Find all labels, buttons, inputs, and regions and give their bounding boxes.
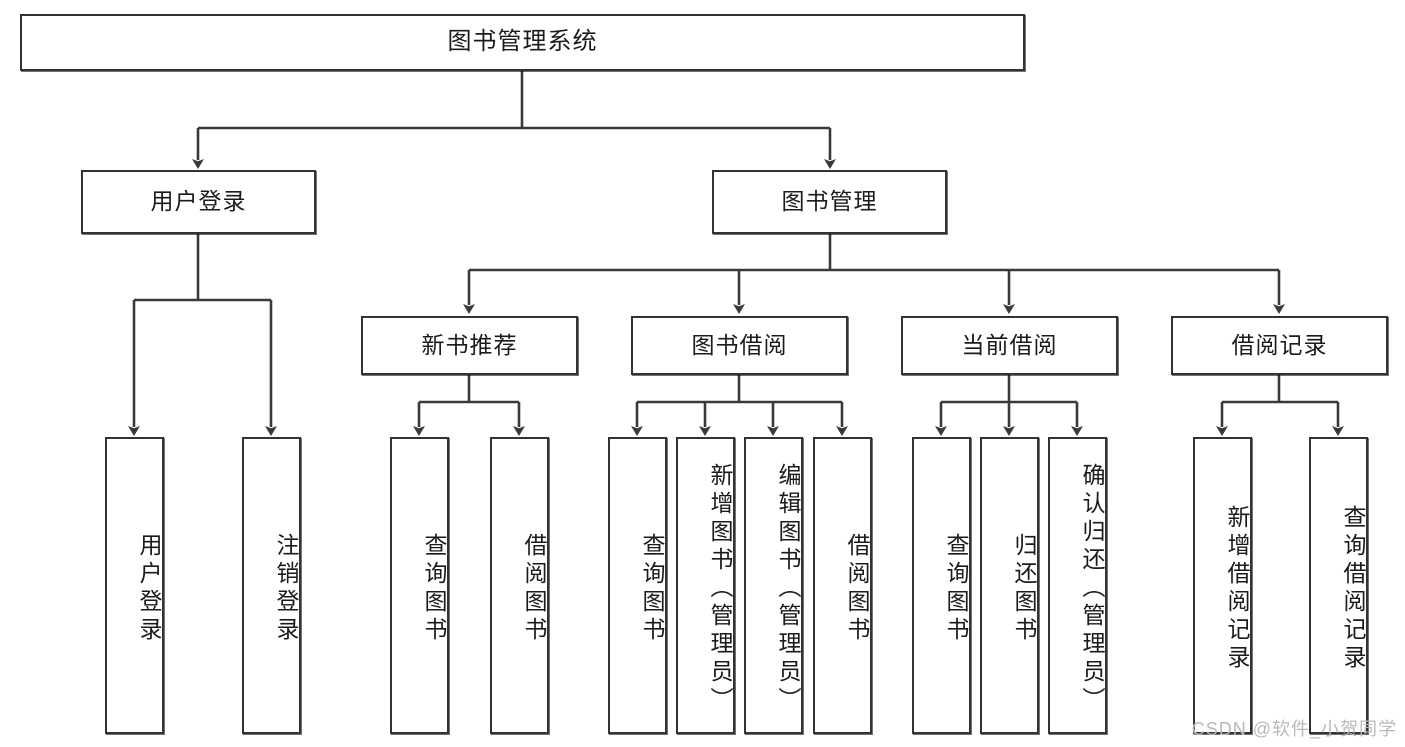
node-borrow-record[interactable]: 借阅记录 xyxy=(1171,316,1388,375)
node-label: 新增借阅记录 xyxy=(1224,504,1250,673)
node-label: 图书借阅 xyxy=(691,331,788,358)
node-user-login[interactable]: 用户登录 xyxy=(81,170,316,234)
node-leaf-logout[interactable]: 注销登录 xyxy=(242,437,301,734)
node-label: 当前借阅 xyxy=(961,331,1058,358)
node-label: 查询借阅记录 xyxy=(1340,504,1366,673)
node-leaf-edit-book-admin[interactable]: 编辑图书（管理员） xyxy=(744,437,803,734)
node-leaf-query-book-current[interactable]: 查询图书 xyxy=(912,437,971,734)
node-leaf-confirm-return-admin[interactable]: 确认归还（管理员） xyxy=(1048,437,1107,734)
node-leaf-borrow-book[interactable]: 借阅图书 xyxy=(813,437,872,734)
node-label: 查询图书 xyxy=(943,532,969,645)
node-current-borrow[interactable]: 当前借阅 xyxy=(901,316,1118,375)
node-label: 查询图书 xyxy=(639,532,665,645)
node-leaf-query-book-recommend[interactable]: 查询图书 xyxy=(390,437,449,734)
node-label: 注销登录 xyxy=(273,532,299,645)
node-label: 新书推荐 xyxy=(421,331,518,358)
node-label: 归还图书 xyxy=(1011,532,1037,645)
node-label: 图书管理 xyxy=(781,188,878,215)
csdn-watermark: CSDN @软件_小贺同学 xyxy=(1191,719,1397,739)
node-leaf-borrow-book-recommend[interactable]: 借阅图书 xyxy=(490,437,549,734)
node-book-management[interactable]: 图书管理 xyxy=(712,170,947,234)
node-label: 查询图书 xyxy=(421,532,447,645)
node-book-borrow[interactable]: 图书借阅 xyxy=(631,316,848,375)
node-leaf-user-login[interactable]: 用户登录 xyxy=(105,437,164,734)
node-leaf-add-book-admin[interactable]: 新增图书（管理员） xyxy=(676,437,735,734)
node-label: 图书管理系统 xyxy=(447,28,598,56)
node-leaf-return-book[interactable]: 归还图书 xyxy=(980,437,1039,734)
node-label: 编辑图书（管理员） xyxy=(775,462,801,715)
node-label: 新增图书（管理员） xyxy=(707,462,733,715)
node-label: 借阅图书 xyxy=(521,532,547,645)
node-label: 借阅图书 xyxy=(844,532,870,645)
node-label: 用户登录 xyxy=(136,532,162,645)
node-leaf-query-book-borrow[interactable]: 查询图书 xyxy=(608,437,667,734)
node-label: 确认归还（管理员） xyxy=(1079,462,1105,715)
node-leaf-query-borrow-record[interactable]: 查询借阅记录 xyxy=(1309,437,1368,734)
node-label: 用户登录 xyxy=(150,188,247,215)
node-label: 借阅记录 xyxy=(1231,331,1328,358)
node-leaf-add-borrow-record[interactable]: 新增借阅记录 xyxy=(1193,437,1252,734)
node-new-book-recommend[interactable]: 新书推荐 xyxy=(361,316,578,375)
node-root-book-management-system[interactable]: 图书管理系统 xyxy=(20,14,1025,71)
